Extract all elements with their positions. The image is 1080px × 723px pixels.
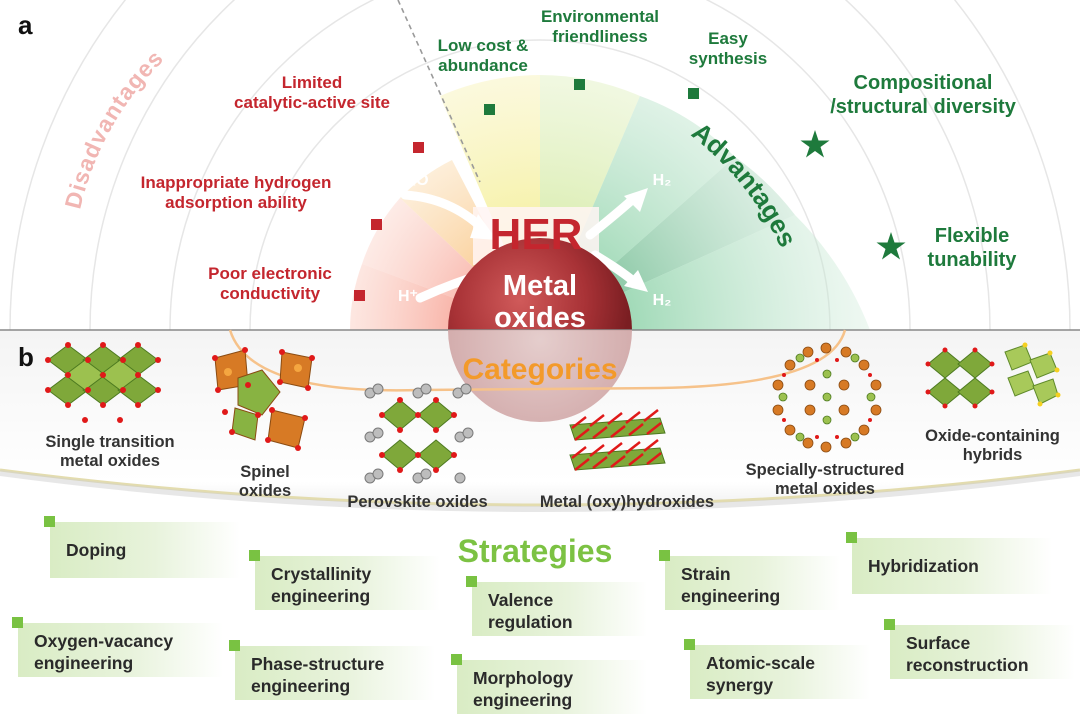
category-single-oxides: Single transition metal oxides (45, 433, 175, 471)
categories-title: Categories (462, 353, 618, 386)
spinel-oxide-icon (212, 347, 315, 451)
marker-square-low-cost (484, 104, 495, 115)
arrow-h2-bottom-out (590, 250, 637, 285)
h2-top-label: H₂ (652, 172, 672, 189)
category-spinel: Spinel oxides (238, 463, 292, 501)
h2-bottom-label: H₂ (652, 292, 672, 309)
special-structure-icon (772, 342, 882, 453)
watermark-logo (7, 694, 41, 712)
marker-star-diversity (800, 130, 830, 158)
advantage-diversity: Compositional /structural diversity (830, 72, 1016, 118)
her-label: HER (489, 210, 583, 259)
hybrid-icon (925, 342, 1061, 409)
disadvantage-poor-conductivity: Poor electronic conductivity (208, 264, 332, 304)
perovskite-oxide-icon (364, 383, 474, 484)
marker-square-limited (413, 142, 424, 153)
category-hybrids: Oxide-containing hybrids (925, 427, 1060, 465)
strategy-atomic-synergy: Atomic-scale synergy (684, 639, 870, 699)
metal-oxides-label: Metal oxides (494, 270, 586, 335)
panel-a-letter: a (18, 10, 33, 40)
strategy-strain: Strain engineering (659, 550, 840, 610)
strategy-doping: Doping (44, 516, 240, 578)
strategy-phase-structure: Phase-structure engineering (229, 640, 435, 700)
disadvantage-hydrogen-adsorption: Inappropriate hydrogen adsorption abilit… (140, 173, 332, 213)
disadvantage-limited-sites: Limited catalytic-active site (234, 73, 390, 113)
strategy-valence: Valence regulation (466, 576, 647, 636)
hydroxide-layers-icon (569, 409, 666, 471)
category-oxyhydroxides: Metal (oxy)hydroxides (539, 493, 715, 511)
marker-square-adsorption (371, 219, 382, 230)
watermark-text: 大数跨境 (46, 692, 114, 712)
category-special-structure: Specially-structured metal oxides (745, 461, 905, 499)
metal-oxides-sphere (448, 238, 632, 330)
strategy-surface-reconstruction: Surface reconstruction (884, 619, 1075, 679)
strategies-title: Strategies (457, 533, 613, 569)
strategy-morphology: Morphology engineering (451, 654, 647, 714)
marker-square-conductivity (354, 290, 365, 301)
advantage-environmental: Environmental friendliness (540, 7, 660, 47)
advantage-low-cost: Low cost & abundance (437, 36, 529, 76)
advantage-tunability: Flexible tunability (927, 225, 1017, 271)
panel-b-letter: b (18, 342, 34, 372)
h2o-label: H₂O (397, 172, 429, 189)
strategy-hybridization: Hybridization (846, 532, 1052, 594)
single-oxide-icon (45, 342, 161, 423)
advantage-easy-synthesis: Easy synthesis (688, 29, 768, 69)
marker-square-easy (688, 88, 699, 99)
arrow-h2-top-out (585, 195, 637, 240)
marker-star-tunability (876, 232, 906, 260)
divider-dashed-line (397, 0, 481, 183)
category-perovskite: Perovskite oxides (347, 493, 488, 511)
strategy-crystallinity: Crystallinity engineering (249, 550, 440, 610)
marker-square-environmental (574, 79, 585, 90)
strategy-oxygen-vacancy: Oxygen-vacancy engineering (12, 617, 223, 677)
h-plus-label: H⁺ (398, 288, 418, 305)
